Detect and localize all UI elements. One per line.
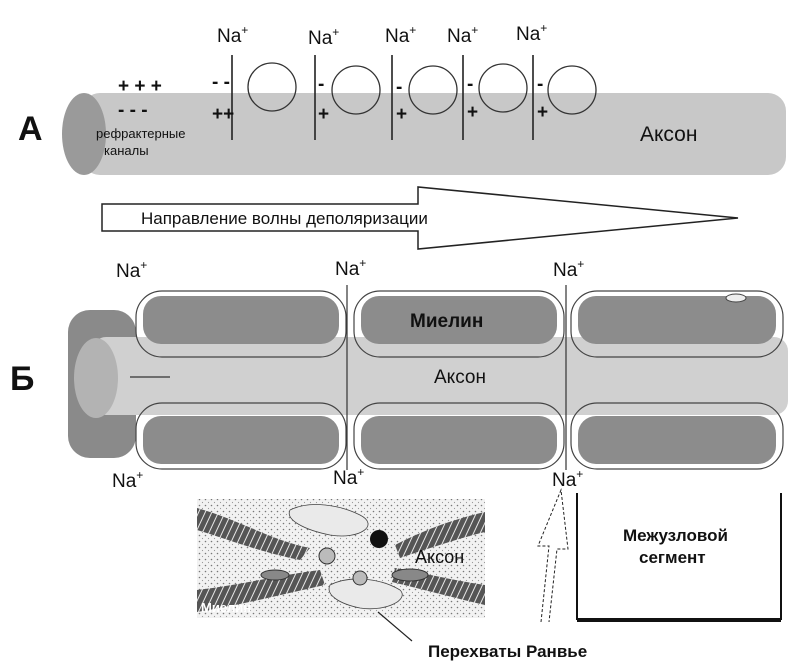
na-label-a3: Na+ — [385, 23, 416, 47]
panel-b-axon-label: Аксон — [434, 367, 486, 388]
myelin-segment-bottom-2 — [353, 402, 565, 470]
svg-text:+: + — [537, 102, 548, 123]
svg-text:+: + — [467, 102, 478, 123]
na-label-a5: Na+ — [516, 21, 547, 45]
na-label-a4: Na+ — [447, 23, 478, 47]
panel-a-letter: А — [18, 110, 43, 148]
depolarization-unit-1: - - ++ — [212, 55, 297, 140]
refractory-label-line2: каналы — [104, 143, 149, 158]
depolarization-unit-5: - + — [532, 55, 597, 140]
refractory-label-line1: рефрактерные — [96, 126, 185, 141]
myelin-segment-bottom-1 — [135, 402, 347, 470]
inset-myelin-label: Миелин — [201, 600, 251, 615]
myelin-label: Миелин — [410, 311, 483, 332]
depolarization-unit-3: - + — [391, 55, 458, 140]
depolarization-direction-arrow — [101, 186, 739, 250]
svg-text:- -: - - — [212, 72, 230, 93]
svg-text:++: ++ — [212, 104, 234, 125]
svg-text:-: - — [467, 74, 473, 95]
panel-a-axon-label: Аксон — [640, 123, 697, 146]
na-label-b-bottom3: Na+ — [552, 467, 583, 491]
na-label-b-top1: Na+ — [116, 258, 147, 282]
na-label-b-bottom1: Na+ — [112, 468, 143, 492]
internode-bracket — [576, 493, 782, 622]
nodes-pointer-line — [377, 611, 413, 642]
depolarization-unit-4: - + — [462, 55, 528, 140]
node-pointer-arrow — [537, 488, 569, 623]
na-label-a2: Na+ — [308, 25, 339, 49]
svg-text:-: - — [318, 74, 324, 95]
refractory-plus-signs: + + + — [118, 76, 162, 97]
internode-label-line1: Межузловой — [623, 526, 728, 545]
refractory-minus-signs: - - - — [118, 100, 148, 121]
na-label-b-top3: Na+ — [553, 257, 584, 281]
svg-text:-: - — [537, 74, 543, 95]
nodes-of-ranvier-label: Перехваты Ранвье — [428, 642, 587, 661]
myelin-segment-top-1 — [135, 290, 347, 358]
panel-a-axon — [62, 93, 786, 175]
depolarization-unit-2: - + — [314, 55, 381, 140]
na-label-b-top2: Na+ — [335, 256, 366, 280]
panel-b-letter: Б — [10, 360, 34, 398]
myelin-segment-top-3 — [570, 290, 784, 358]
svg-text:+: + — [318, 104, 329, 125]
inset-axon-label: Аксон — [415, 547, 464, 567]
myelin-segment-bottom-3 — [570, 402, 784, 470]
node-of-ranvier-micrograph — [197, 499, 485, 618]
svg-text:-: - — [396, 77, 402, 98]
na-label-a1: Na+ — [217, 23, 248, 47]
internode-label-line2: сегмент — [639, 548, 706, 567]
depolarization-direction-label: Направление волны деполяризации — [141, 209, 428, 228]
myelin-segment-top-2 — [353, 290, 565, 358]
svg-text:+: + — [396, 104, 407, 125]
na-label-b-bottom2: Na+ — [333, 465, 364, 489]
